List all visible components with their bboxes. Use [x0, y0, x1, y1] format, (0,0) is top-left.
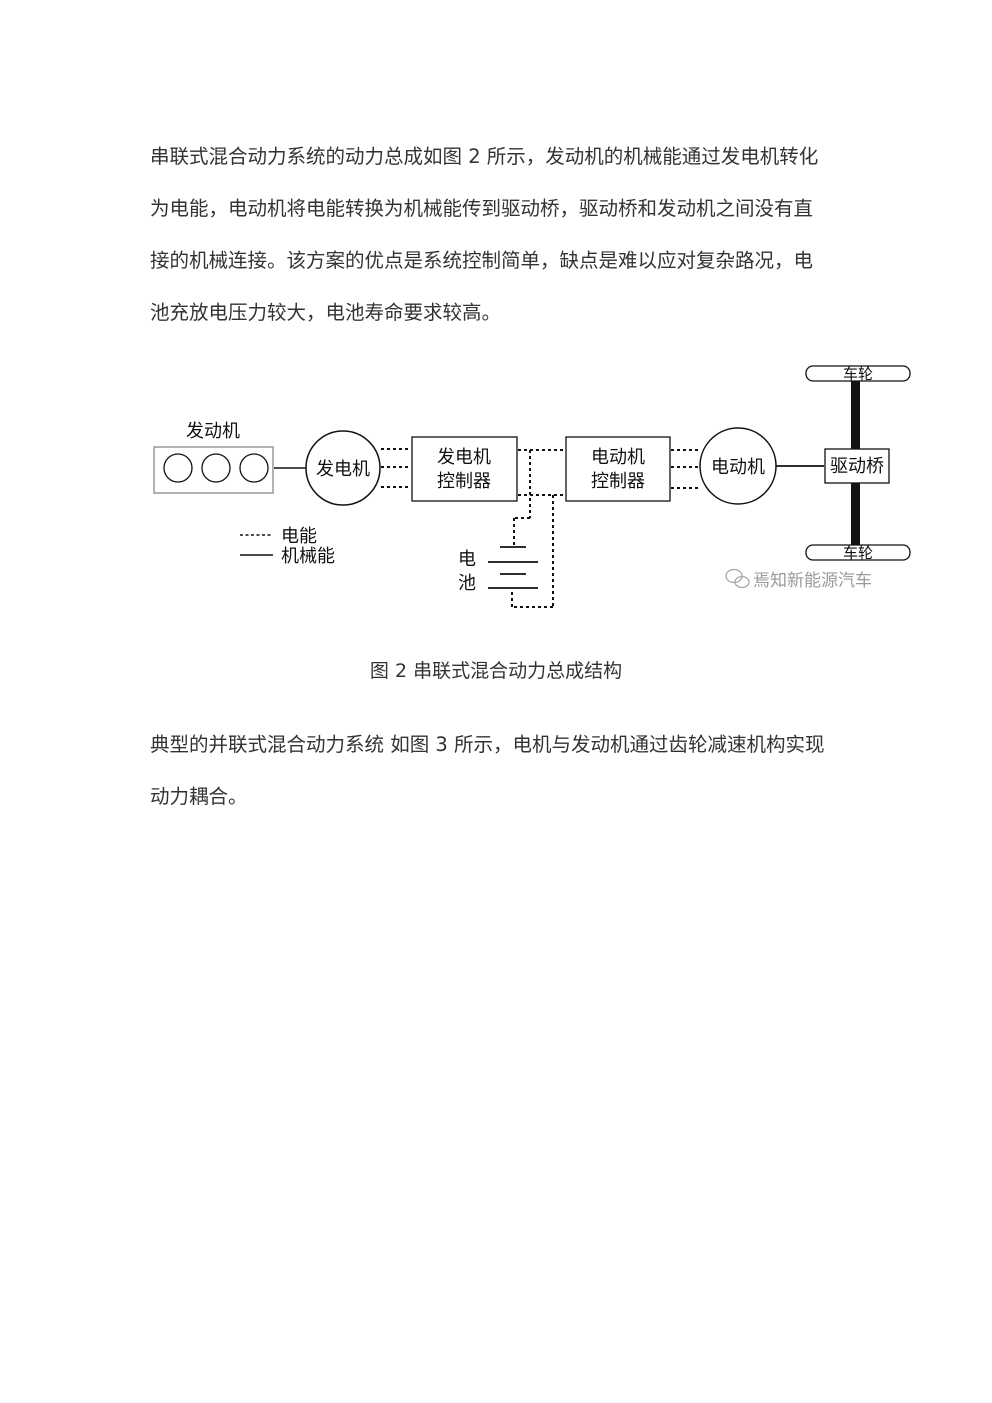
series-hybrid-diagram: 发动机 发电机 发电机 控制器 电 池 电动机 控制器: [153, 365, 911, 608]
electric-link: [381, 448, 411, 488]
motor-controller-box: [565, 436, 671, 502]
battery-symbol: [488, 546, 538, 589]
parallel-paragraph: 典型的并联式混合动力系统 如图 3 所示，电机与发动机通过齿轮减速机构实现 动力…: [150, 719, 850, 823]
legend-mechanical-label: 机械能: [281, 546, 335, 567]
wechat-icon: [725, 568, 750, 589]
paragraph-line: 典型的并联式混合动力系统 如图 3 所示，电机与发动机通过齿轮减速机构实现: [150, 733, 825, 756]
electric-link: [671, 449, 700, 489]
paragraph-line: 串联式混合动力系统的动力总成如图 2 所示，发动机的机械能通过发电机转化: [150, 145, 819, 168]
wheel-bottom: [805, 544, 911, 561]
battery-label: 池: [458, 573, 476, 594]
intro-paragraph: 串联式混合动力系统的动力总成如图 2 所示，发动机的机械能通过发电机转化 为电能…: [150, 131, 850, 339]
figure-caption: 图 2 串联式混合动力总成结构: [369, 660, 623, 682]
battery-label: 电: [458, 549, 476, 570]
watermark-text: 焉知新能源汽车: [753, 571, 872, 591]
legend-electric-label: 电能: [281, 526, 317, 547]
motor-controller-label: 电动机: [591, 447, 645, 468]
motor-label: 电动机: [711, 457, 765, 478]
electric-bus: [511, 449, 565, 608]
paragraph-line: 动力耦合。: [150, 785, 248, 808]
drive-axle-box: [824, 448, 890, 484]
generator-controller-label: 控制器: [437, 471, 491, 492]
generator-label: 发电机: [316, 459, 370, 480]
engine-label: 发动机: [186, 421, 240, 442]
paragraph-line: 为电能，电动机将电能转换为机械能传到驱动桥，驱动桥和发动机之间没有直: [150, 197, 814, 220]
engine-cylinder: [201, 453, 231, 483]
motor-controller-label: 控制器: [591, 471, 645, 492]
engine-cylinder: [163, 453, 193, 483]
drive-axle-label: 驱动桥: [830, 456, 884, 477]
generator-circle: [305, 430, 381, 506]
generator-controller-box: [411, 436, 518, 502]
paragraph-line: 池充放电压力较大，电池寿命要求较高。: [150, 301, 502, 324]
wheel-bottom-label: 车轮: [843, 544, 873, 562]
generator-controller-label: 发电机: [437, 447, 491, 468]
paragraph-line: 接的机械连接。该方案的优点是系统控制简单，缺点是难以应对复杂路况，电: [150, 249, 814, 272]
wheel-top-label: 车轮: [843, 365, 873, 383]
wheel-top: [805, 365, 911, 382]
engine-cylinder: [239, 453, 269, 483]
